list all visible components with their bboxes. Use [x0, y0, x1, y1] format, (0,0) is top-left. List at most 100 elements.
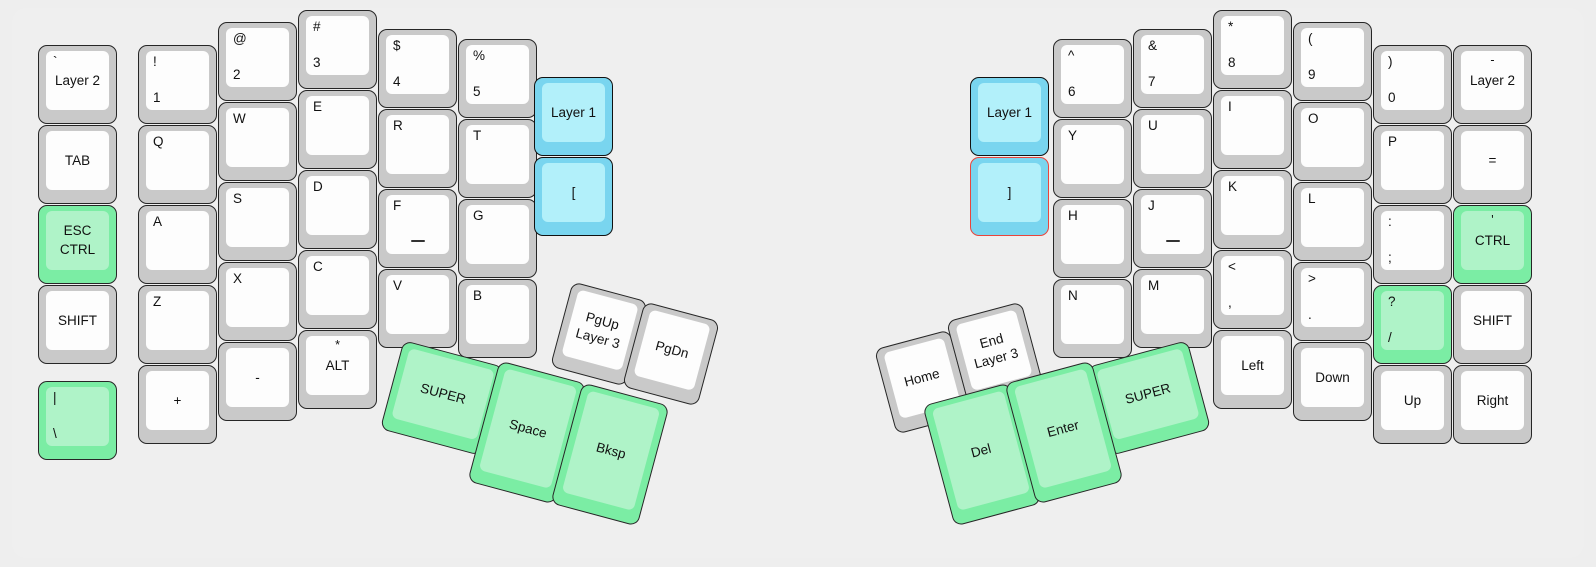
key-v[interactable]: V	[378, 269, 457, 348]
key-z[interactable]: Z	[138, 285, 217, 364]
key-semicolon[interactable]: :;	[1373, 205, 1452, 284]
key-up[interactable]: Up	[1373, 365, 1452, 444]
key-minus[interactable]: -	[218, 342, 297, 421]
key-6[interactable]: ^6	[1053, 39, 1132, 118]
key-cap: SUPER	[391, 347, 495, 441]
key-c[interactable]: C	[298, 250, 377, 329]
key-legend: ALT	[325, 357, 350, 373]
key-f[interactable]: F	[378, 189, 457, 268]
key-shift-right[interactable]: SHIFT	[1453, 285, 1532, 364]
key-cap: PgDn	[633, 309, 711, 392]
key-cap: G	[466, 205, 529, 264]
key-alt[interactable]: * ALT	[298, 330, 377, 409]
key-e[interactable]: E	[298, 90, 377, 169]
key-legend: Q	[153, 134, 164, 149]
key-plus[interactable]: +	[138, 365, 217, 444]
key-i[interactable]: I	[1213, 90, 1292, 169]
key-o[interactable]: O	[1293, 102, 1372, 181]
key-4[interactable]: $4	[378, 29, 457, 108]
key-layer1-right[interactable]: Layer 1	[970, 77, 1049, 156]
key-bracket-left[interactable]: [	[534, 157, 613, 236]
key-j[interactable]: J	[1133, 189, 1212, 268]
key-legend: [	[571, 184, 576, 200]
key-equals[interactable]: =	[1453, 125, 1532, 204]
key-w[interactable]: W	[218, 102, 297, 181]
key-cap: Layer 1	[978, 83, 1041, 142]
key-y[interactable]: Y	[1053, 119, 1132, 198]
key-ctrl-quote[interactable]: 'CTRL	[1453, 205, 1532, 284]
key-layer2-grave[interactable]: `Layer 2	[38, 45, 117, 124]
key-bracket-right[interactable]: ]	[970, 157, 1049, 236]
key-slash[interactable]: ?/	[1373, 285, 1452, 364]
key-u[interactable]: U	[1133, 109, 1212, 188]
key-h[interactable]: H	[1053, 199, 1132, 278]
key-right[interactable]: Right	[1453, 365, 1532, 444]
key-legend: ;	[1388, 250, 1392, 266]
key-x[interactable]: X	[218, 262, 297, 341]
key-1[interactable]: !1	[138, 45, 217, 124]
key-cap: +	[146, 371, 209, 430]
key-t[interactable]: T	[458, 119, 537, 198]
key-legend: TAB	[64, 152, 91, 168]
key-5[interactable]: %5	[458, 39, 537, 118]
key-cap: E	[306, 96, 369, 155]
key-legend: D	[313, 179, 323, 194]
key-cap: K	[1221, 176, 1284, 235]
key-layer2-minus[interactable]: -Layer 2	[1453, 45, 1532, 124]
key-legend: #	[313, 19, 321, 34]
key-tab[interactable]: TAB	[38, 125, 117, 204]
key-shift[interactable]: SHIFT	[38, 285, 117, 364]
key-legend: *	[335, 338, 340, 352]
key-a[interactable]: A	[138, 205, 217, 284]
key-cap: C	[306, 256, 369, 315]
key-cap: *8	[1221, 16, 1284, 75]
key-legend: Layer 1	[986, 104, 1033, 120]
key-esc-ctrl[interactable]: ESC CTRL	[38, 205, 117, 284]
key-b[interactable]: B	[458, 279, 537, 358]
key-9[interactable]: (9	[1293, 22, 1372, 101]
key-legend: P	[1388, 134, 1398, 149]
key-legend: Up	[1403, 392, 1422, 408]
key-p[interactable]: P	[1373, 125, 1452, 204]
key-legend: Left	[1241, 357, 1264, 373]
key-l[interactable]: L	[1293, 182, 1372, 261]
homing-bar	[1165, 240, 1180, 242]
key-k[interactable]: K	[1213, 170, 1292, 249]
key-m[interactable]: M	[1133, 269, 1212, 348]
key-layer1-left[interactable]: Layer 1	[534, 77, 613, 156]
key-cap: SUPER	[1096, 347, 1200, 441]
key-r[interactable]: R	[378, 109, 457, 188]
key-pipe-backslash[interactable]: |\	[38, 381, 117, 460]
key-legend: ?	[1388, 294, 1396, 309]
key-3[interactable]: #3	[298, 10, 377, 89]
key-g[interactable]: G	[458, 199, 537, 278]
key-cap: SHIFT	[1461, 291, 1524, 350]
key-left[interactable]: Left	[1213, 330, 1292, 409]
key-legend: %	[473, 48, 486, 63]
key-legend: Layer 2	[54, 72, 101, 88]
key-down[interactable]: Down	[1293, 342, 1372, 421]
key-8[interactable]: *8	[1213, 10, 1292, 89]
key-cap: >.	[1301, 268, 1364, 327]
key-cap: Up	[1381, 371, 1444, 430]
key-7[interactable]: &7	[1133, 29, 1212, 108]
key-n[interactable]: N	[1053, 279, 1132, 358]
key-cap: Left	[1221, 336, 1284, 395]
key-cap: I	[1221, 96, 1284, 155]
key-legend: E	[313, 99, 323, 114]
key-legend: V	[393, 278, 403, 293]
key-legend: M	[1148, 278, 1160, 293]
key-cap: 'CTRL	[1461, 211, 1524, 270]
key-0[interactable]: )0	[1373, 45, 1452, 124]
key-s[interactable]: S	[218, 182, 297, 261]
key-legend: F	[393, 198, 402, 213]
key-2[interactable]: @2	[218, 22, 297, 101]
key-d[interactable]: D	[298, 170, 377, 249]
key-cap: Q	[146, 131, 209, 190]
key-cap: -	[226, 348, 289, 407]
key-period[interactable]: >.	[1293, 262, 1372, 341]
key-cap: Layer 1	[542, 83, 605, 142]
key-comma[interactable]: <,	[1213, 250, 1292, 329]
key-q[interactable]: Q	[138, 125, 217, 204]
